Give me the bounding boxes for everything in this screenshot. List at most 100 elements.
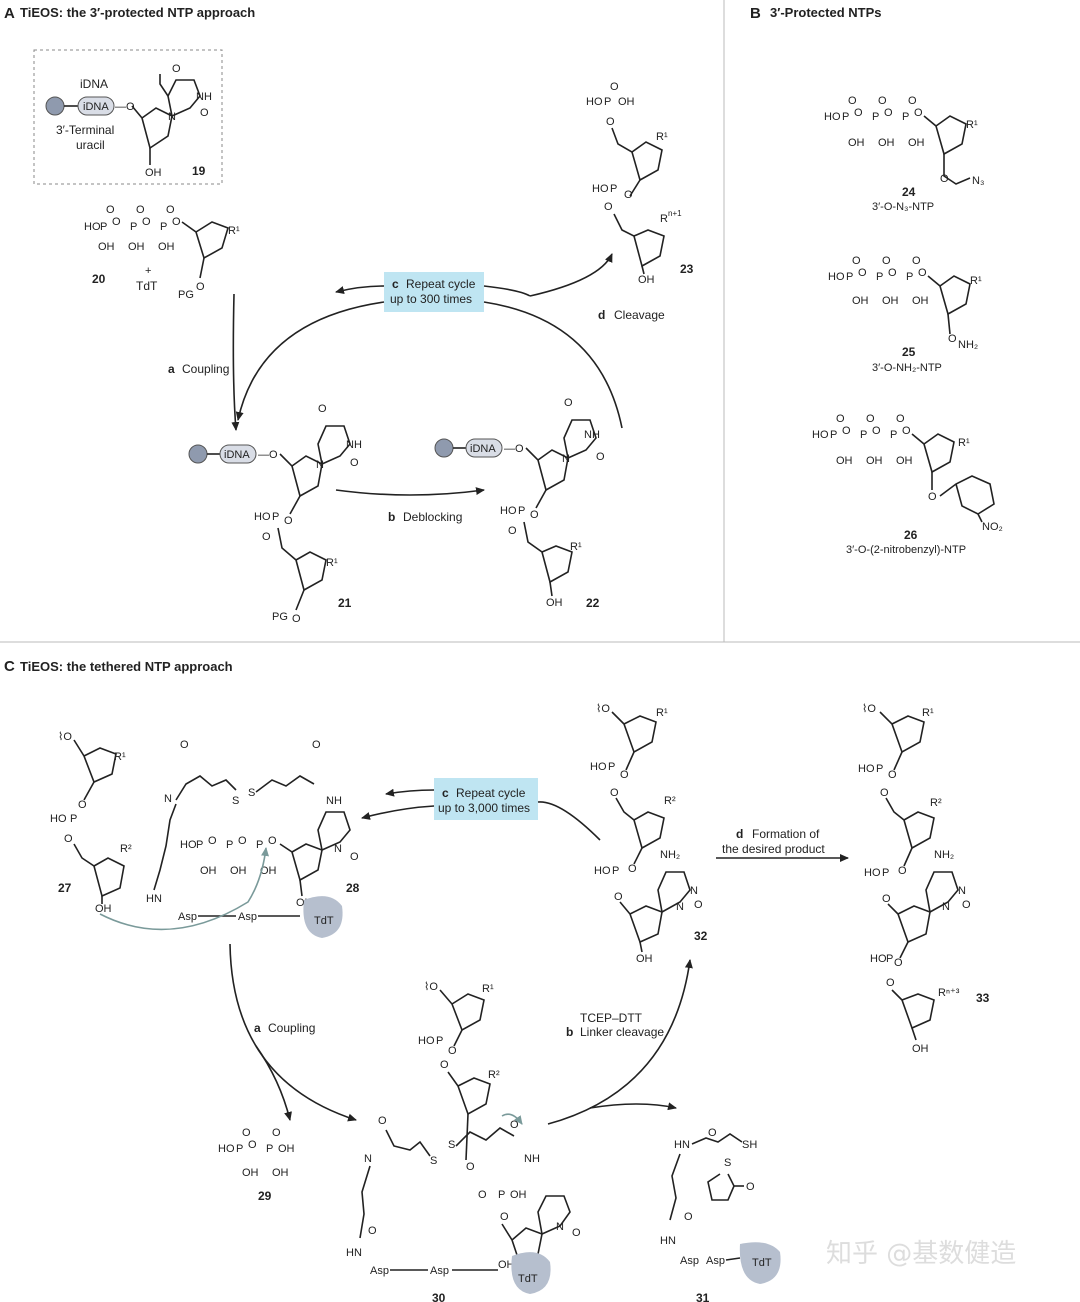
svg-text:O: O (142, 216, 151, 228)
repeat-c-line2: up to 3,000 times (438, 801, 530, 815)
svg-text:R¹: R¹ (922, 707, 934, 719)
svg-text:R¹: R¹ (656, 707, 668, 719)
svg-text:OH: OH (498, 1259, 515, 1271)
svg-text:O: O (292, 613, 301, 625)
svg-text:OH: OH (636, 953, 653, 965)
compound-31-number: 31 (696, 1291, 710, 1302)
svg-text:⌇O: ⌇O (862, 703, 876, 715)
svg-text:OH: OH (896, 455, 913, 467)
svg-text:OH: OH (618, 96, 635, 108)
svg-text:P: P (612, 865, 619, 877)
curl-arrow-30 (501, 1113, 523, 1125)
compound-30-number: 30 (432, 1291, 446, 1302)
svg-text:O: O (368, 1225, 377, 1237)
svg-text:O: O (262, 531, 271, 543)
compound-33-structure: ⌇O R¹ O HO P O R² O HO P O NH₂ N N O O H… (858, 703, 971, 1055)
repeat-letter: c (392, 277, 399, 291)
svg-text:OH: OH (882, 295, 899, 307)
asp-label-3: Asp (370, 1265, 389, 1277)
svg-text:HN: HN (146, 893, 162, 905)
svg-text:P: P (498, 1189, 505, 1201)
svg-text:S: S (430, 1155, 437, 1167)
svg-text:O: O (746, 1181, 755, 1193)
svg-text:O: O (604, 201, 613, 213)
dinucleotide-21: iDNA —O O NH O N O HO P O R¹ O (188, 403, 362, 625)
svg-text:HO: HO (812, 429, 829, 441)
svg-text:OH: OH (278, 1143, 295, 1155)
r-n1-label: R (660, 213, 668, 225)
svg-text:HN: HN (346, 1247, 362, 1259)
compound-24-name: 3′-O-N₃-NTP (872, 201, 934, 213)
compound-19-inset (33, 49, 223, 185)
svg-text:P: P (830, 429, 837, 441)
attack-arrow (99, 847, 269, 931)
svg-text:O: O (848, 95, 857, 107)
svg-text:HO: HO (828, 271, 845, 283)
repeat-cycle-box (384, 272, 484, 312)
svg-text:—O: —O (258, 449, 278, 461)
svg-text:N: N (942, 901, 950, 913)
svg-text:S: S (448, 1139, 455, 1151)
svg-text:O: O (78, 799, 87, 811)
svg-text:R¹: R¹ (570, 541, 582, 553)
tdt-label-30: TdT (518, 1273, 538, 1285)
svg-text:O: O (918, 267, 927, 279)
svg-text:O: O (888, 267, 897, 279)
svg-text:HO: HO (594, 865, 611, 877)
compound-21-number: 21 (338, 596, 352, 610)
svg-text:P: P (846, 271, 853, 283)
svg-text:O: O (508, 525, 517, 537)
svg-text:O: O (898, 865, 907, 877)
svg-text:O: O (136, 204, 145, 216)
svg-text:HO: HO (84, 221, 101, 233)
repeat-c-letter: c (442, 786, 449, 800)
svg-text:O: O (242, 1127, 251, 1139)
svg-text:S: S (248, 787, 255, 799)
svg-text:O: O (510, 1119, 519, 1131)
panel-a-letter: A (4, 5, 15, 22)
svg-text:R¹: R¹ (326, 557, 338, 569)
svg-text:O: O (858, 267, 867, 279)
svg-text:O: O (448, 1045, 457, 1057)
svg-text:HO: HO (418, 1035, 435, 1047)
svg-text:O: O (614, 891, 623, 903)
svg-text:O: O (440, 1059, 449, 1071)
svg-text:O: O (172, 216, 181, 228)
compound-25-number: 25 (902, 345, 916, 359)
panel-b-letter: B (750, 5, 761, 22)
svg-text:O: O (500, 1211, 509, 1223)
coupling-arrow-29 (255, 1045, 292, 1121)
svg-text:O: O (318, 403, 327, 415)
inset-idna-pill-text: iDNA (83, 101, 109, 113)
idna-pill (77, 96, 115, 116)
asp-label-5: Asp (680, 1255, 699, 1267)
svg-text:OH: OH (158, 241, 175, 253)
svg-text:P: P (876, 763, 883, 775)
svg-text:HO: HO (858, 763, 875, 775)
svg-text:NH: NH (196, 91, 212, 103)
svg-text:OH: OH (260, 865, 277, 877)
svg-text:O: O (624, 189, 633, 201)
svg-text:N: N (168, 111, 176, 123)
coupling-c-label: Coupling (268, 1021, 315, 1035)
svg-text:O: O (200, 107, 209, 119)
svg-text:P: P (876, 271, 883, 283)
compound-27-number: 27 (58, 881, 72, 895)
svg-text:P: P (902, 111, 909, 123)
svg-text:O: O (912, 255, 921, 267)
svg-text:⌇O: ⌇O (58, 731, 72, 743)
svg-text:N: N (690, 885, 698, 897)
svg-text:O: O (948, 333, 957, 345)
svg-text:O: O (940, 173, 949, 185)
coupling-label: Coupling (182, 362, 229, 376)
svg-text:O: O (610, 81, 619, 93)
svg-text:HO: HO (218, 1143, 235, 1155)
formation-line2: the desired product (722, 842, 825, 856)
svg-text:O: O (196, 281, 205, 293)
svg-text:O: O (878, 95, 887, 107)
svg-text:N: N (562, 453, 570, 465)
asp-label-4: Asp (430, 1265, 449, 1277)
linker-label: Linker cleavage (580, 1025, 664, 1039)
